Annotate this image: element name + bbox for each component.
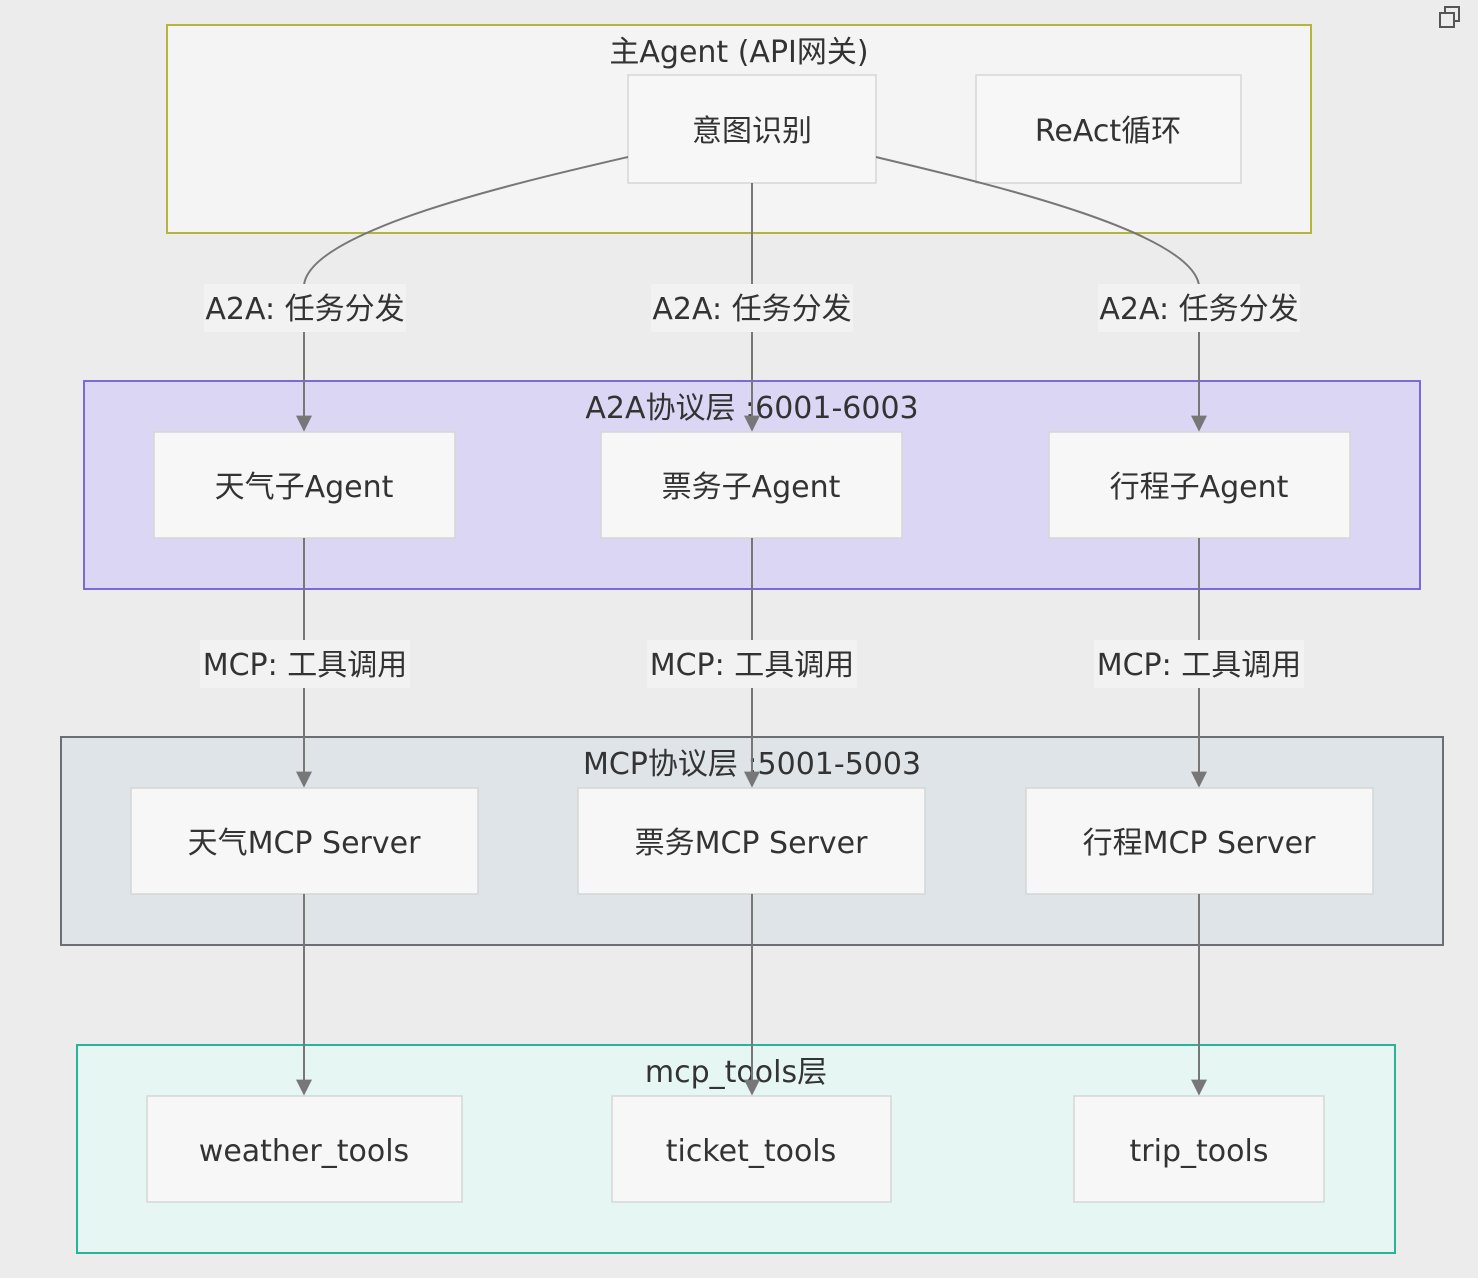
edge-label-a2a-right-text: A2A: 任务分发 xyxy=(1099,292,1298,327)
edge-label-a2a-left: A2A: 任务分发 xyxy=(204,284,406,332)
group-main-agent-title: 主Agent (API网关) xyxy=(609,35,868,70)
edge-label-mcp-mid: MCP: 工具调用 xyxy=(647,640,857,688)
node-react-label: ReAct循环 xyxy=(1035,114,1181,149)
edge-intent-to-trip-agent xyxy=(875,156,1207,432)
edge-intent-to-weather-agent xyxy=(296,156,629,432)
edge-label-a2a-mid-text: A2A: 任务分发 xyxy=(652,292,851,327)
node-ticket-mcp-label: 票务MCP Server xyxy=(635,826,869,861)
node-weather-agent[interactable]: 天气子Agent xyxy=(153,431,456,539)
node-ticket-tools-label: ticket_tools xyxy=(666,1134,837,1169)
edge-label-mcp-left: MCP: 工具调用 xyxy=(200,640,410,688)
node-weather-tools[interactable]: weather_tools xyxy=(146,1095,463,1203)
node-trip-agent[interactable]: 行程子Agent xyxy=(1048,431,1351,539)
edge-label-mcp-mid-text: MCP: 工具调用 xyxy=(650,648,855,683)
node-trip-agent-label: 行程子Agent xyxy=(1110,470,1289,505)
node-intent-label: 意图识别 xyxy=(692,114,812,149)
edge-label-mcp-right: MCP: 工具调用 xyxy=(1094,640,1304,688)
node-trip-mcp-label: 行程MCP Server xyxy=(1083,826,1317,861)
node-intent[interactable]: 意图识别 xyxy=(627,74,877,184)
node-ticket-tools[interactable]: ticket_tools xyxy=(611,1095,892,1203)
edge-label-a2a-mid: A2A: 任务分发 xyxy=(651,284,853,332)
node-react[interactable]: ReAct循环 xyxy=(975,74,1242,184)
node-weather-mcp[interactable]: 天气MCP Server xyxy=(130,787,479,895)
node-weather-agent-label: 天气子Agent xyxy=(215,470,394,505)
edge-label-a2a-right: A2A: 任务分发 xyxy=(1098,284,1300,332)
node-ticket-agent[interactable]: 票务子Agent xyxy=(600,431,903,539)
node-trip-tools-label: trip_tools xyxy=(1130,1134,1269,1169)
group-tools-layer-title: mcp_tools层 xyxy=(645,1055,827,1090)
edge-label-mcp-left-text: MCP: 工具调用 xyxy=(203,648,408,683)
node-ticket-agent-label: 票务子Agent xyxy=(662,470,841,505)
node-ticket-mcp[interactable]: 票务MCP Server xyxy=(577,787,926,895)
node-weather-mcp-label: 天气MCP Server xyxy=(188,826,422,861)
node-trip-tools[interactable]: trip_tools xyxy=(1073,1095,1325,1203)
edge-label-a2a-left-text: A2A: 任务分发 xyxy=(205,292,404,327)
node-weather-tools-label: weather_tools xyxy=(199,1134,409,1169)
node-trip-mcp[interactable]: 行程MCP Server xyxy=(1025,787,1374,895)
copy-icon[interactable] xyxy=(1436,4,1464,32)
edge-label-mcp-right-text: MCP: 工具调用 xyxy=(1097,648,1302,683)
